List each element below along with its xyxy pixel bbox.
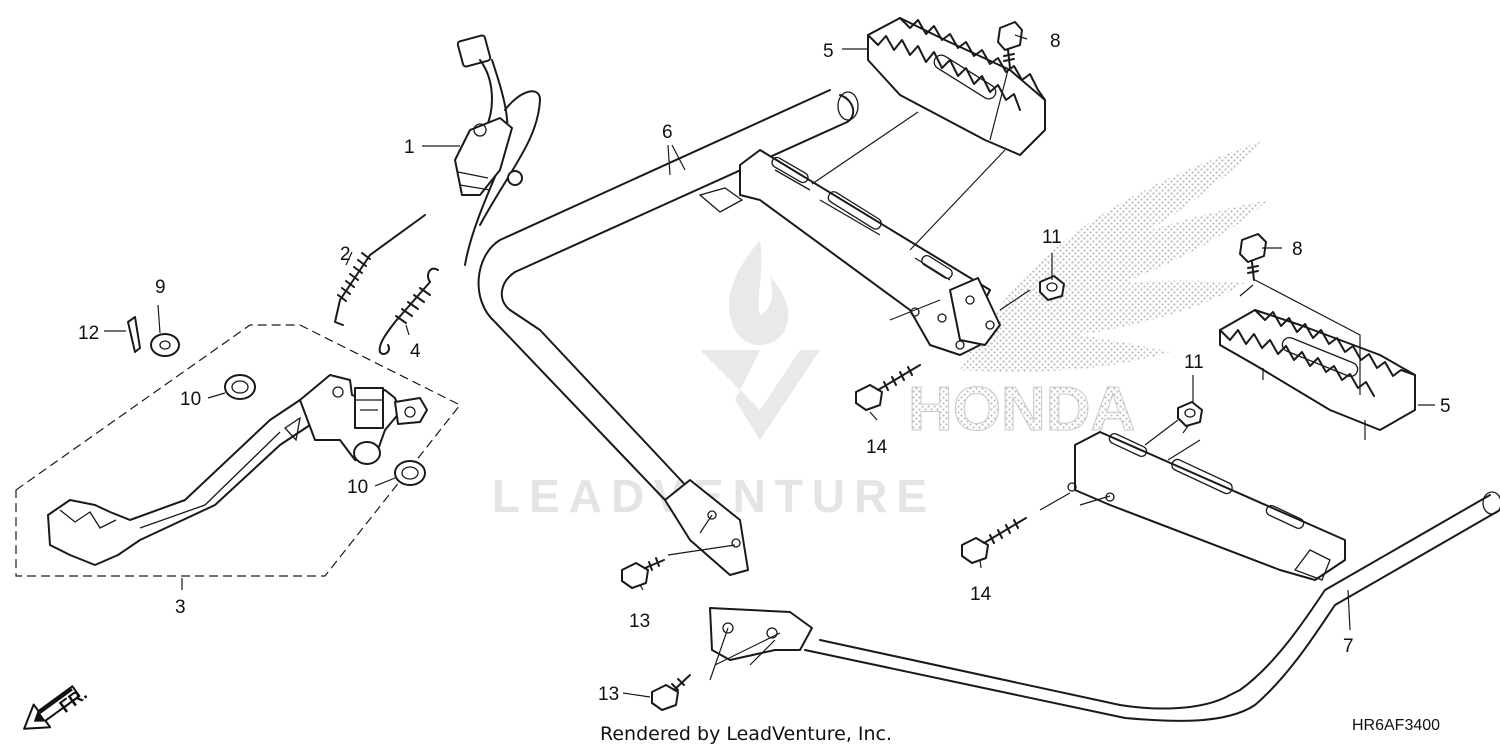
callout-14-lower: 14	[970, 584, 992, 605]
bolt-lower-13	[651, 674, 691, 711]
callout-8-upper: 8	[1050, 31, 1061, 52]
bolt-lower-14	[961, 517, 1027, 564]
callout-9: 9	[155, 277, 166, 298]
honda-brand-mark: HONDA	[908, 375, 1135, 444]
callout-1: 1	[404, 137, 415, 158]
bolt-upper-13	[621, 557, 665, 589]
callout-10-upper: 10	[180, 389, 201, 410]
callout-4: 4	[410, 341, 421, 362]
wing-logo-icon	[960, 140, 1268, 372]
flange-bolt-upper	[997, 21, 1023, 69]
callout-3: 3	[175, 597, 186, 618]
callout-6: 6	[662, 122, 673, 143]
callout-5-lower: 5	[1440, 396, 1451, 417]
callout-14-upper: 14	[866, 437, 888, 458]
washer	[150, 333, 180, 357]
callout-13-upper: 13	[629, 611, 650, 632]
callout-2: 2	[340, 244, 351, 265]
cotter-pin	[127, 316, 141, 353]
brake-switch	[454, 34, 541, 266]
bolt-upper-14	[855, 364, 921, 411]
callout-7: 7	[1343, 636, 1354, 657]
callout-5-upper: 5	[823, 41, 834, 62]
callout-11-upper: 11	[1042, 227, 1062, 248]
callout-8-lower: 8	[1292, 239, 1303, 260]
flange-nut-lower	[1177, 401, 1203, 427]
return-spring-long	[334, 214, 426, 326]
callout-12: 12	[78, 323, 99, 344]
footpeg-lower	[1219, 309, 1416, 431]
flange-bolt-lower	[1239, 233, 1267, 281]
step-bar-upper	[477, 89, 1001, 576]
bushing-upper	[224, 374, 256, 400]
footpeg-upper	[867, 17, 1046, 156]
step-bar-lower	[709, 431, 1500, 722]
credit-text: Rendered by LeadVenture, Inc.	[600, 723, 892, 745]
diagram-code: HR6AF3400	[1352, 717, 1440, 734]
bushing-lower	[394, 460, 426, 486]
flange-nut-upper	[1039, 275, 1065, 301]
callout-10-lower: 10	[347, 477, 368, 498]
arrow-down-left-icon	[23, 685, 81, 730]
brake-pedal-assembly	[15, 324, 461, 577]
front-direction-label: FR.	[56, 684, 91, 717]
callout-13-lower: 13	[598, 684, 619, 705]
callout-11-lower: 11	[1184, 352, 1204, 373]
leadventure-watermark	[700, 240, 820, 440]
return-spring-short	[378, 267, 439, 355]
